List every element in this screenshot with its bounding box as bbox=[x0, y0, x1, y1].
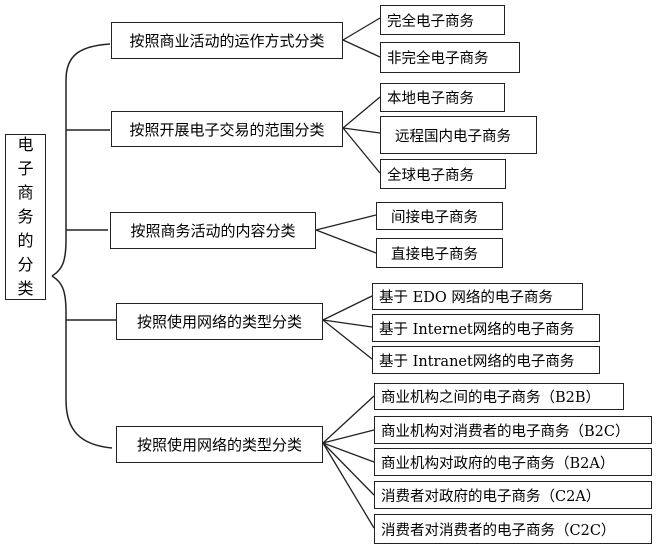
root-char: 的 bbox=[17, 231, 34, 250]
leaf-label: 基于 Intranet网络的电子商务 bbox=[379, 353, 575, 370]
category-label: 按照商务活动的内容分类 bbox=[130, 222, 296, 240]
leaf-label: 间接电子商务 bbox=[391, 209, 478, 226]
root-node: 电 子 商 务 的 分 类 bbox=[5, 134, 46, 300]
leaf-label: 本地电子商务 bbox=[387, 91, 474, 107]
category-node-network: 按照使用网络的类型分类 bbox=[116, 303, 323, 340]
leaf-label: 全球电子商务 bbox=[387, 167, 474, 184]
leaf-label: 远程国内电子商务 bbox=[395, 128, 511, 145]
leaf-node: 基于 Intranet网络的电子商务 bbox=[372, 346, 600, 374]
category-label: 按照商业活动的运作方式分类 bbox=[129, 32, 325, 50]
branch-lines bbox=[315, 17, 381, 529]
leaf-node: 消费者对政府的电子商务（C2A） bbox=[374, 481, 652, 509]
leaf-node: 商业机构对政府的电子商务（B2A） bbox=[374, 448, 652, 476]
root-char: 商 bbox=[17, 183, 34, 202]
leaf-node: 商业机构对消费者的电子商务（B2C） bbox=[374, 416, 652, 444]
leaf-node: 全球电子商务 bbox=[380, 159, 506, 189]
leaf-label: 基于 EDO 网络的电子商务 bbox=[379, 290, 553, 306]
leaf-node: 直接电子商务 bbox=[376, 238, 503, 268]
leaf-label: 商业机构对消费者的电子商务（B2C） bbox=[381, 423, 630, 440]
root-brace bbox=[51, 43, 116, 449]
leaf-label: 消费者对消费者的电子商务（C2C） bbox=[381, 522, 616, 539]
root-char: 子 bbox=[17, 159, 34, 178]
category-node-content: 按照商务活动的内容分类 bbox=[110, 212, 316, 249]
root-char: 务 bbox=[17, 207, 34, 226]
leaf-label: 商业机构对政府的电子商务（B2A） bbox=[381, 455, 615, 472]
leaf-node: 间接电子商务 bbox=[376, 202, 503, 230]
leaf-node: 基于 EDO 网络的电子商务 bbox=[372, 283, 583, 310]
category-node-range: 按照开展电子交易的范围分类 bbox=[111, 111, 343, 147]
leaf-label: 商业机构之间的电子商务（B2B） bbox=[381, 390, 601, 406]
category-node-operation: 按照商业活动的运作方式分类 bbox=[111, 22, 343, 59]
leaf-label: 完全电子商务 bbox=[387, 13, 474, 30]
root-char: 分 bbox=[17, 255, 34, 274]
leaf-node: 非完全电子商务 bbox=[380, 42, 520, 73]
leaf-label: 直接电子商务 bbox=[391, 246, 478, 263]
leaf-label: 非完全电子商务 bbox=[387, 51, 489, 67]
category-label: 按照开展电子交易的范围分类 bbox=[129, 120, 325, 139]
category-node-participants: 按照使用网络的类型分类 bbox=[116, 426, 323, 463]
leaf-node: 基于 Internet网络的电子商务 bbox=[372, 314, 600, 342]
leaf-node: 消费者对消费者的电子商务（C2C） bbox=[374, 514, 652, 544]
leaf-node: 商业机构之间的电子商务（B2B） bbox=[374, 383, 624, 410]
leaf-node: 完全电子商务 bbox=[380, 5, 505, 35]
root-char: 电 bbox=[17, 135, 34, 154]
leaf-node: 远程国内电子商务 bbox=[380, 116, 537, 154]
category-label: 按照使用网络的类型分类 bbox=[136, 436, 302, 454]
leaf-label: 基于 Internet网络的电子商务 bbox=[379, 321, 575, 338]
leaf-node: 本地电子商务 bbox=[380, 83, 505, 112]
root-char: 类 bbox=[17, 279, 34, 298]
leaf-label: 消费者对政府的电子商务（C2A） bbox=[381, 488, 601, 505]
category-label: 按照使用网络的类型分类 bbox=[136, 313, 302, 331]
